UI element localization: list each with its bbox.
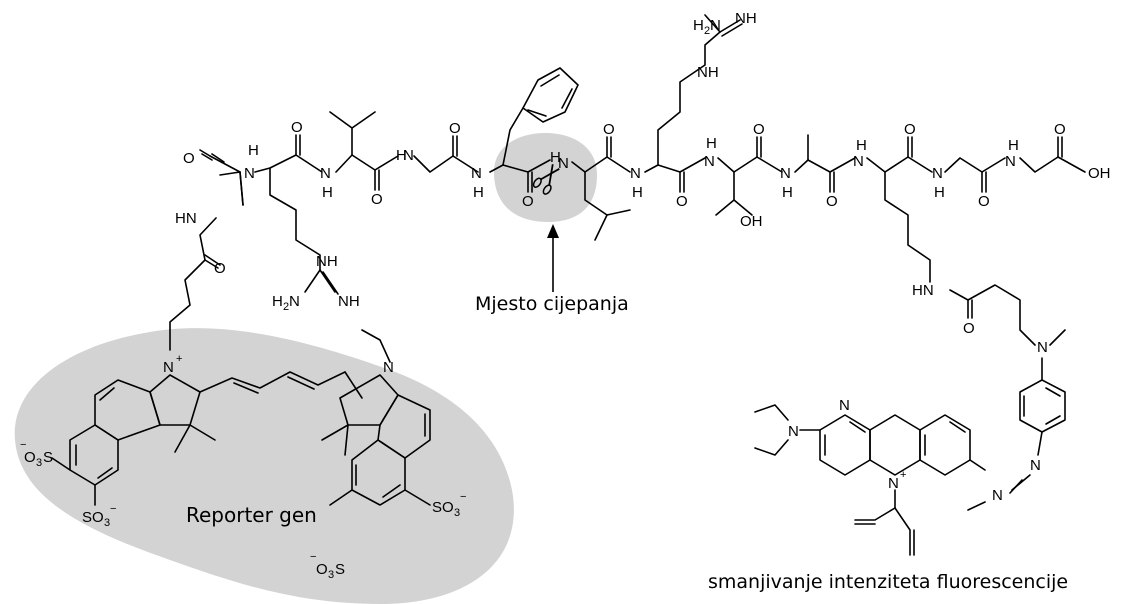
- quencher-dye: [754, 404, 986, 556]
- atom-minus: −: [310, 551, 316, 563]
- atom-plus: +: [900, 469, 906, 481]
- atom-n: N: [704, 153, 715, 170]
- atom-n: N: [710, 17, 721, 34]
- atom-sub2: 2: [704, 25, 710, 37]
- atom-nplus: N: [888, 475, 899, 492]
- atom-o: O: [826, 193, 838, 210]
- atom-n: N: [403, 147, 414, 164]
- atom-o: O: [214, 260, 226, 277]
- atom-o: O: [291, 119, 303, 136]
- atom-o: O: [522, 193, 534, 210]
- atom-n: N: [244, 165, 255, 182]
- atom-h: H: [396, 147, 407, 164]
- atom-h: H: [934, 184, 945, 201]
- atom-nh: NH: [735, 10, 757, 27]
- atom-h: H: [473, 184, 484, 201]
- atom-s: S: [43, 449, 53, 466]
- atom-o: O: [449, 120, 461, 137]
- atom-h: H: [248, 142, 259, 159]
- atom-so3: SO: [82, 509, 104, 526]
- atom-n: N: [320, 165, 331, 182]
- atom-o3s: O: [24, 449, 36, 466]
- atom-s: S: [335, 561, 345, 578]
- peptide-backbone: [209, 153, 1086, 206]
- atom-o3s: O: [316, 561, 328, 578]
- atom-sub3: 3: [454, 507, 460, 519]
- atom-minus: −: [110, 503, 116, 515]
- atom-h: H: [550, 149, 561, 166]
- cyanine-dye: [51, 329, 431, 506]
- reporter-highlight: [14, 328, 514, 604]
- atom-sub3: 3: [328, 569, 334, 581]
- scissors-icon: [532, 164, 560, 195]
- atom-labels: O H N O N H O H N O N H O H N O N H O H …: [20, 10, 1111, 581]
- side-chains: [269, 14, 1066, 511]
- atom-n: N: [383, 359, 394, 376]
- atom-h: H: [856, 137, 867, 154]
- atom-n: N: [780, 165, 791, 182]
- atom-n: N: [853, 153, 864, 170]
- linker-chain: [169, 171, 244, 351]
- atom-minus: −: [460, 491, 466, 503]
- atom-n: N: [558, 155, 569, 172]
- atom-so3: SO: [432, 499, 454, 516]
- atom-o: O: [1054, 121, 1066, 138]
- atom-o: O: [753, 121, 765, 138]
- atom-hn: HN: [175, 210, 197, 227]
- atom-n: N: [630, 165, 641, 182]
- atom-n: N: [1037, 339, 1048, 356]
- atom-n: N: [1005, 153, 1016, 170]
- atom-h: H: [322, 184, 333, 201]
- atom-nh: NH: [338, 293, 360, 310]
- atom-h: H: [1008, 137, 1019, 154]
- atom-plus: +: [176, 353, 182, 365]
- atom-o: O: [904, 121, 916, 138]
- atom-n: N: [992, 487, 1003, 504]
- cleavage-site-label: Mjesto cijepanja: [475, 293, 629, 315]
- atom-o: O: [183, 150, 195, 167]
- atom-sub3: 3: [36, 457, 42, 469]
- atom-nplus: N: [163, 359, 174, 376]
- quencher-caption: smanjivanje intenziteta fluorescencije: [708, 571, 1068, 593]
- atom-n: N: [788, 423, 799, 440]
- atom-minus: −: [20, 439, 26, 451]
- atom-h: H: [632, 184, 643, 201]
- atom-h: H: [782, 184, 793, 201]
- atom-oh: OH: [740, 213, 763, 230]
- atom-sub2: 2: [283, 301, 289, 313]
- atom-o: O: [603, 121, 615, 138]
- atom-n: N: [932, 165, 943, 182]
- reporter-label: Reporter gen: [186, 503, 317, 527]
- atom-oh: OH: [1088, 165, 1111, 182]
- atom-n: N: [839, 397, 850, 414]
- atom-nh: NH: [697, 64, 719, 81]
- atom-o: O: [963, 320, 975, 337]
- atom-o: O: [978, 193, 990, 210]
- atom-n: N: [471, 165, 482, 182]
- atom-h2n: H: [693, 17, 704, 34]
- atom-sub3: 3: [104, 517, 110, 529]
- atom-h2n: H: [272, 293, 283, 310]
- carbonyl-groups: [199, 134, 1063, 193]
- atom-o: O: [676, 193, 688, 210]
- atom-n: N: [289, 293, 300, 310]
- atom-o: O: [371, 191, 383, 208]
- atom-nh: NH: [316, 253, 338, 270]
- atom-n: N: [1030, 457, 1041, 474]
- atom-h: H: [706, 135, 717, 152]
- atom-hn: HN: [912, 282, 934, 299]
- arrow-up-icon: [547, 224, 559, 292]
